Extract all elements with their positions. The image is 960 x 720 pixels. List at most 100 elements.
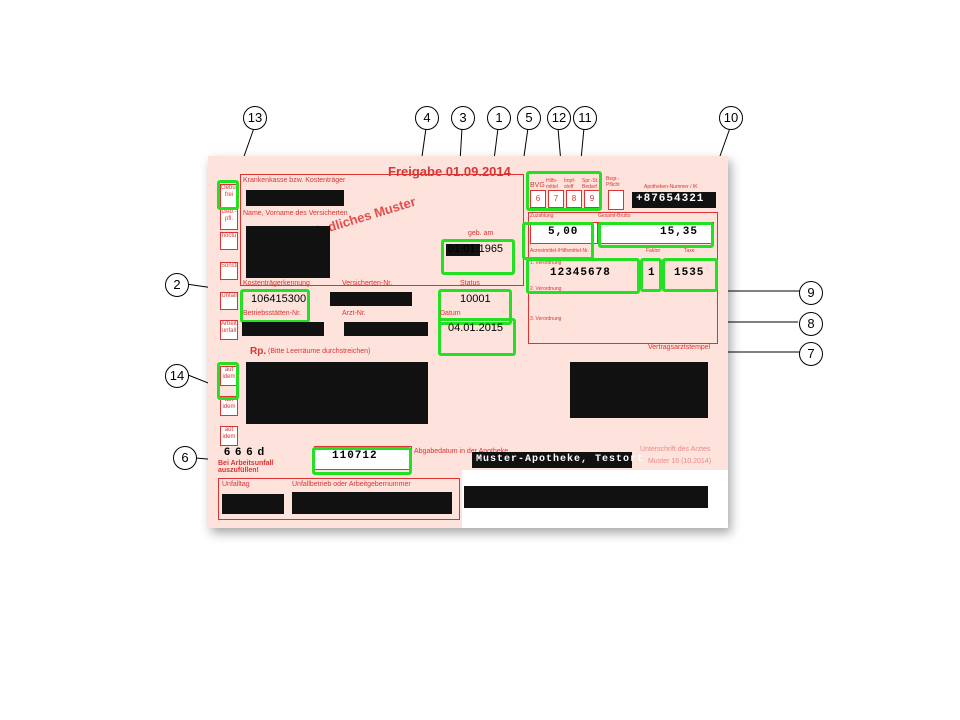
- prescription-form: Freigabe 01.09.2014 Verbindliches Muster…: [208, 156, 728, 528]
- label-accident-note: Bei Arbeitsunfall auszufüllen!: [218, 460, 274, 474]
- redacted-pharmacy-stamp: [464, 486, 708, 508]
- highlight-7: [526, 258, 640, 294]
- label-accident-company: Unfallbetrieb oder Arbeitgebernummer: [292, 481, 411, 488]
- callout-3: 3: [451, 106, 475, 130]
- callout-10: 10: [719, 106, 743, 130]
- highlight-9: [662, 258, 718, 292]
- highlight-1: [441, 239, 515, 275]
- status-value: 10001: [460, 293, 491, 305]
- label-doctor-no: Arzt-Nr.: [342, 310, 366, 317]
- accident-section: [218, 478, 460, 520]
- label-status: Status: [460, 280, 480, 287]
- highlight-6: [312, 447, 412, 475]
- callout-14: 14: [165, 364, 189, 388]
- checkbox-aut-idem-2[interactable]: aut idem: [220, 396, 238, 416]
- callout-6: 6: [173, 446, 197, 470]
- vaccine-box[interactable]: 8: [566, 190, 582, 208]
- highlight-14: [217, 362, 239, 400]
- label-pharmacy-no: Apotheken-Nummer / IK: [644, 184, 698, 190]
- checkbox-arbeitsunfall[interactable]: Arbeits-unfall: [220, 320, 238, 340]
- highlight-13: [217, 180, 239, 210]
- factor-value: 1: [648, 267, 656, 279]
- label-rx2: 2. Verordnung: [530, 286, 562, 292]
- label-date: Datum: [440, 310, 461, 317]
- callout-12: 12: [547, 106, 571, 130]
- pharmacy-name-value: Muster-Apotheke, Testort: [476, 454, 645, 465]
- label-spst: Spr.-St. Bedarf: [582, 178, 599, 190]
- copay-value: 5,00: [548, 226, 579, 238]
- checkbox-aut-idem-3[interactable]: aut idem: [220, 426, 238, 446]
- label-aids: Hilfs-mittel: [546, 178, 558, 190]
- pharmacy-no-field: [632, 192, 716, 208]
- callout-5: 5: [517, 106, 541, 130]
- label-form-no: Muster 16 (10.2014): [648, 458, 712, 465]
- label-fee: Taxe: [684, 248, 695, 254]
- redacted-insured-no: [330, 292, 412, 306]
- dob-value: 01.01.1965: [448, 243, 504, 255]
- label-gross: Gesamt-Brutto: [598, 213, 631, 219]
- label-begr: Begr.-Pflicht: [606, 176, 620, 188]
- highlight-12: [526, 171, 602, 211]
- highlight-8: [640, 258, 662, 292]
- label-dispense-date: Abgabedatum in der Apotheke: [414, 448, 509, 455]
- highlight-2: [240, 289, 310, 323]
- dispense-date-box: [314, 446, 412, 470]
- callout-1: 1: [487, 106, 511, 130]
- label-rx1: 1. Verordnung: [530, 260, 562, 266]
- dispense-date-value: 110712: [332, 450, 378, 462]
- label-doctor-sign: Unterschrift des Arztes: [640, 446, 711, 453]
- barcode-glyphs: 6 6 6 d: [224, 446, 266, 458]
- label-rp: Rp.: [250, 346, 267, 357]
- drug-no-value: 12345678: [550, 267, 611, 279]
- pharmacy-no-value: +87654321: [636, 193, 705, 205]
- callout-13: 13: [243, 106, 267, 130]
- checkbox-unfall[interactable]: Unfall: [220, 292, 238, 310]
- label-drug-no: Arzneimittel-/Hilfsmittel-Nr.: [530, 248, 589, 254]
- checkbox-noctu[interactable]: noctu: [220, 232, 238, 250]
- label-insurer: Krankenkasse bzw. Kostenträger: [243, 177, 346, 184]
- callout-7: 7: [799, 342, 823, 366]
- gross-value: 15,35: [660, 226, 699, 238]
- highlight-5: [438, 318, 516, 356]
- label-rp-hint: (Bitte Leerräume durchstreichen): [268, 348, 371, 355]
- label-bvg: BVG: [530, 182, 545, 189]
- date-value: 04.01.2015: [448, 322, 504, 334]
- label-vaccine: Impf-stoff: [564, 178, 576, 190]
- label-insured-no: Versicherten-Nr.: [342, 280, 393, 287]
- begr-box[interactable]: [608, 190, 624, 210]
- callout-4: 4: [415, 106, 439, 130]
- checkbox-sonstige[interactable]: Sonstige: [220, 262, 238, 280]
- redacted-prescription: [246, 362, 428, 424]
- label-factor: Faktor: [646, 248, 661, 254]
- callout-8: 8: [799, 312, 823, 336]
- highlight-11: [522, 222, 594, 260]
- checkbox-gebuehr-pflichtig[interactable]: Geb.-pfl.: [220, 208, 238, 230]
- fee-value: 1535: [674, 267, 705, 279]
- callout-11: 11: [573, 106, 597, 130]
- pharmacy-name-field: [472, 452, 632, 468]
- redacted-doctor-stamp: [570, 362, 708, 418]
- release-title: Freigabe 01.09.2014: [388, 164, 511, 179]
- label-payer-id: Kostenträgerkennung: [243, 280, 310, 287]
- redacted-doctor-no: [344, 322, 428, 336]
- redacted-dob-part: [446, 244, 480, 256]
- redacted-name: [246, 226, 330, 278]
- label-site-no: Betriebsstätten-Nr.: [243, 310, 301, 317]
- label-name: Name, Vorname des Versicherten: [243, 210, 348, 217]
- label-rx3: 3. Verordnung: [530, 316, 562, 322]
- highlight-3: [438, 289, 512, 325]
- callout-9: 9: [799, 281, 823, 305]
- callout-2: 2: [165, 273, 189, 297]
- label-accident-day: Unfalltag: [222, 481, 250, 488]
- label-copay: Zuzahlung: [530, 213, 554, 219]
- redacted-accident-day: [222, 494, 284, 514]
- label-dob: geb. am: [468, 230, 494, 237]
- bvg-box[interactable]: 6: [530, 190, 546, 208]
- aids-box[interactable]: 7: [548, 190, 564, 208]
- highlight-10: [598, 222, 714, 248]
- label-doctor-stamp: Vertragsarztstempel: [648, 344, 711, 351]
- redacted-insurer: [246, 190, 344, 206]
- payer-id-value: 106415300: [251, 293, 307, 305]
- redacted-site-no: [242, 322, 324, 336]
- redacted-accident-company: [292, 492, 452, 514]
